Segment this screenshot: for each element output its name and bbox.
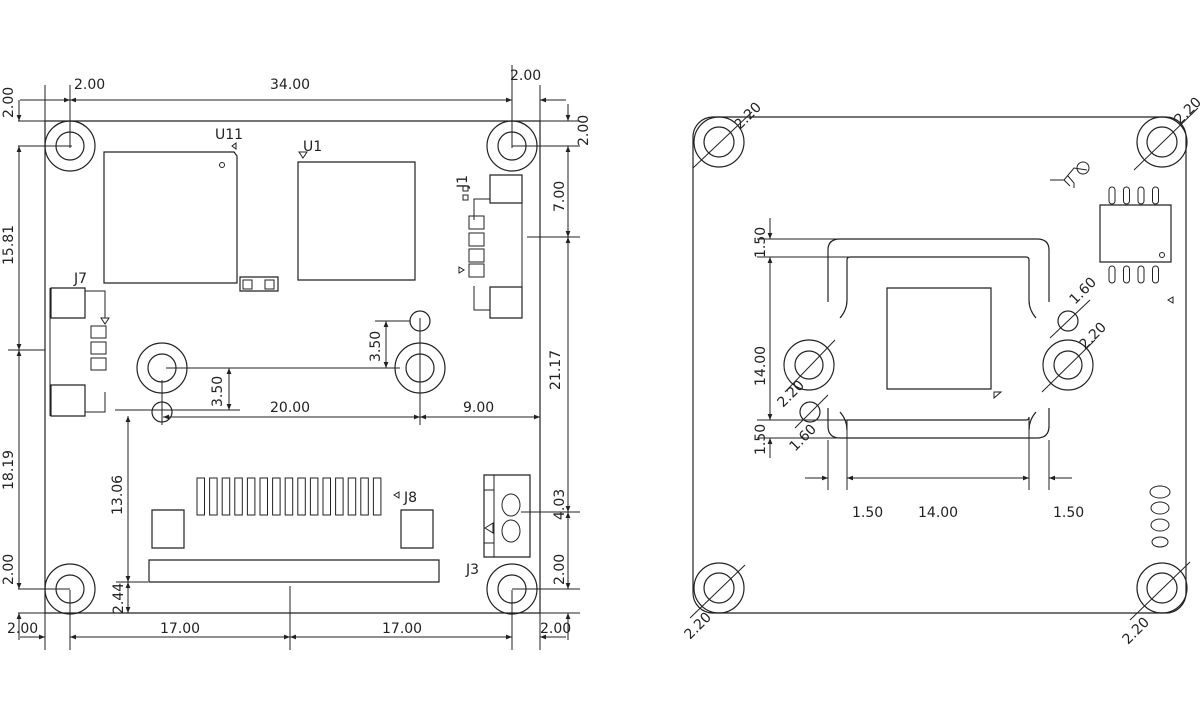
dim-right-bottom: 2.00 — [552, 554, 568, 585]
j8-pin — [336, 478, 344, 515]
connector-j8 — [149, 478, 439, 582]
dim-v-mid: 14.00 — [753, 346, 769, 386]
j8-pin — [260, 478, 268, 515]
sensor-frame-outer — [828, 239, 1049, 438]
dim-left-top: 2.00 — [1, 87, 17, 118]
ic-pin — [1153, 187, 1159, 204]
mounting-hole-bottom-left — [694, 563, 744, 613]
j8-pin — [273, 478, 281, 515]
dim-h-right: 1.50 — [1053, 505, 1084, 521]
dim-bottom-half-right: 17.00 — [382, 621, 422, 637]
dim-right-top: 2.00 — [576, 115, 592, 146]
chip-u1 — [298, 162, 415, 280]
dim-hole-offset-left: 3.50 — [210, 376, 226, 407]
mounting-hole-bottom-right — [1137, 563, 1187, 613]
dim-right-mid: 21.17 — [548, 350, 564, 390]
j8-pin — [285, 478, 293, 515]
ic-pin — [1138, 266, 1144, 283]
runner-logo-icon — [1050, 162, 1089, 188]
dim-left-lower: 18.19 — [1, 450, 17, 490]
dim-bottom-half-left: 17.00 — [160, 621, 200, 637]
ic-pin — [1124, 266, 1130, 283]
j8-pin — [197, 478, 205, 515]
mounting-hole-top-left — [694, 117, 744, 167]
chip-u11 — [104, 152, 237, 283]
ic-pin — [1109, 266, 1115, 283]
dim-top-left: 2.00 — [74, 77, 105, 93]
dim-bottom-right: 2.00 — [540, 621, 571, 637]
dim-pin-right: 1.60 — [1067, 274, 1100, 307]
dim-hole-bottom-right: 2.20 — [1120, 614, 1153, 647]
label-u1: U1 — [303, 139, 322, 155]
j8-pin — [348, 478, 356, 515]
dim-v-top: 1.50 — [753, 227, 769, 258]
mounting-hole-top-right — [1137, 117, 1187, 167]
j8-pin — [298, 478, 306, 515]
dim-top-right: 2.00 — [510, 68, 541, 84]
label-j8: J8 — [403, 490, 417, 506]
dim-h-mid: 14.00 — [918, 505, 958, 521]
label-j1: J1 — [455, 175, 471, 189]
dim-v-bottom: 1.50 — [753, 424, 769, 455]
back-view: 2.20 2.20 2.20 2.20 2.20 2.20 1.60 1.60 … — [682, 94, 1200, 647]
dim-left-upper: 15.81 — [1, 225, 17, 265]
dim-bottom-left: 2.00 — [7, 621, 38, 637]
connector-j7 — [50, 288, 109, 416]
eeprom-ic — [1100, 187, 1173, 303]
j8-pin — [247, 478, 255, 515]
dim-hole-top-right: 2.20 — [1172, 94, 1200, 127]
j8-pin — [323, 478, 331, 515]
dim-left-bottom: 2.00 — [1, 554, 17, 585]
dim-fpc-offset: 2.44 — [111, 583, 127, 614]
j8-pin — [222, 478, 230, 515]
ic-pin — [1109, 187, 1115, 204]
dim-hole-spacing: 20.00 — [270, 400, 310, 416]
label-u11: U11 — [215, 127, 243, 143]
connector-j3 — [484, 475, 530, 557]
dim-hole-to-edge: 9.00 — [463, 400, 494, 416]
image-sensor-die — [887, 288, 991, 389]
dim-hole-top-left: 2.20 — [732, 99, 765, 132]
ic-pin — [1124, 187, 1130, 204]
mounting-hole-mid-left — [784, 340, 834, 390]
label-j7: J7 — [73, 271, 87, 287]
dim-hole-offset-right: 3.50 — [368, 331, 384, 362]
dim-right-j1: 7.00 — [552, 181, 568, 212]
j8-pin — [210, 478, 218, 515]
test-pads — [1150, 486, 1170, 547]
dim-right-j3: 4.03 — [552, 489, 568, 520]
mounting-hole-mid-right — [1043, 340, 1093, 390]
connector-j1 — [459, 175, 522, 318]
board-outline — [693, 117, 1186, 613]
dim-hole-bottom-left: 2.20 — [682, 609, 715, 642]
pin1-marker-icon — [299, 152, 307, 158]
sensor-frame-inner — [840, 257, 1036, 430]
front-view: U11 U1 J1 J7 J8 J3 2.0 — [1, 65, 592, 650]
pin1-marker-icon — [232, 143, 236, 149]
ic-pin — [1138, 187, 1144, 204]
j8-pin — [373, 478, 381, 515]
dim-top-width: 34.00 — [270, 77, 310, 93]
dim-mid-right-hole: 2.20 — [1077, 319, 1110, 352]
dim-fpc-height: 13.06 — [110, 475, 126, 515]
locating-pin-right — [1058, 311, 1078, 331]
ic-pin — [1153, 266, 1159, 283]
j8-pin — [361, 478, 369, 515]
j8-pin — [235, 478, 243, 515]
j8-pin — [310, 478, 318, 515]
dim-h-left: 1.50 — [852, 505, 883, 521]
label-j3: J3 — [465, 562, 479, 578]
locating-pin-left — [800, 402, 820, 422]
